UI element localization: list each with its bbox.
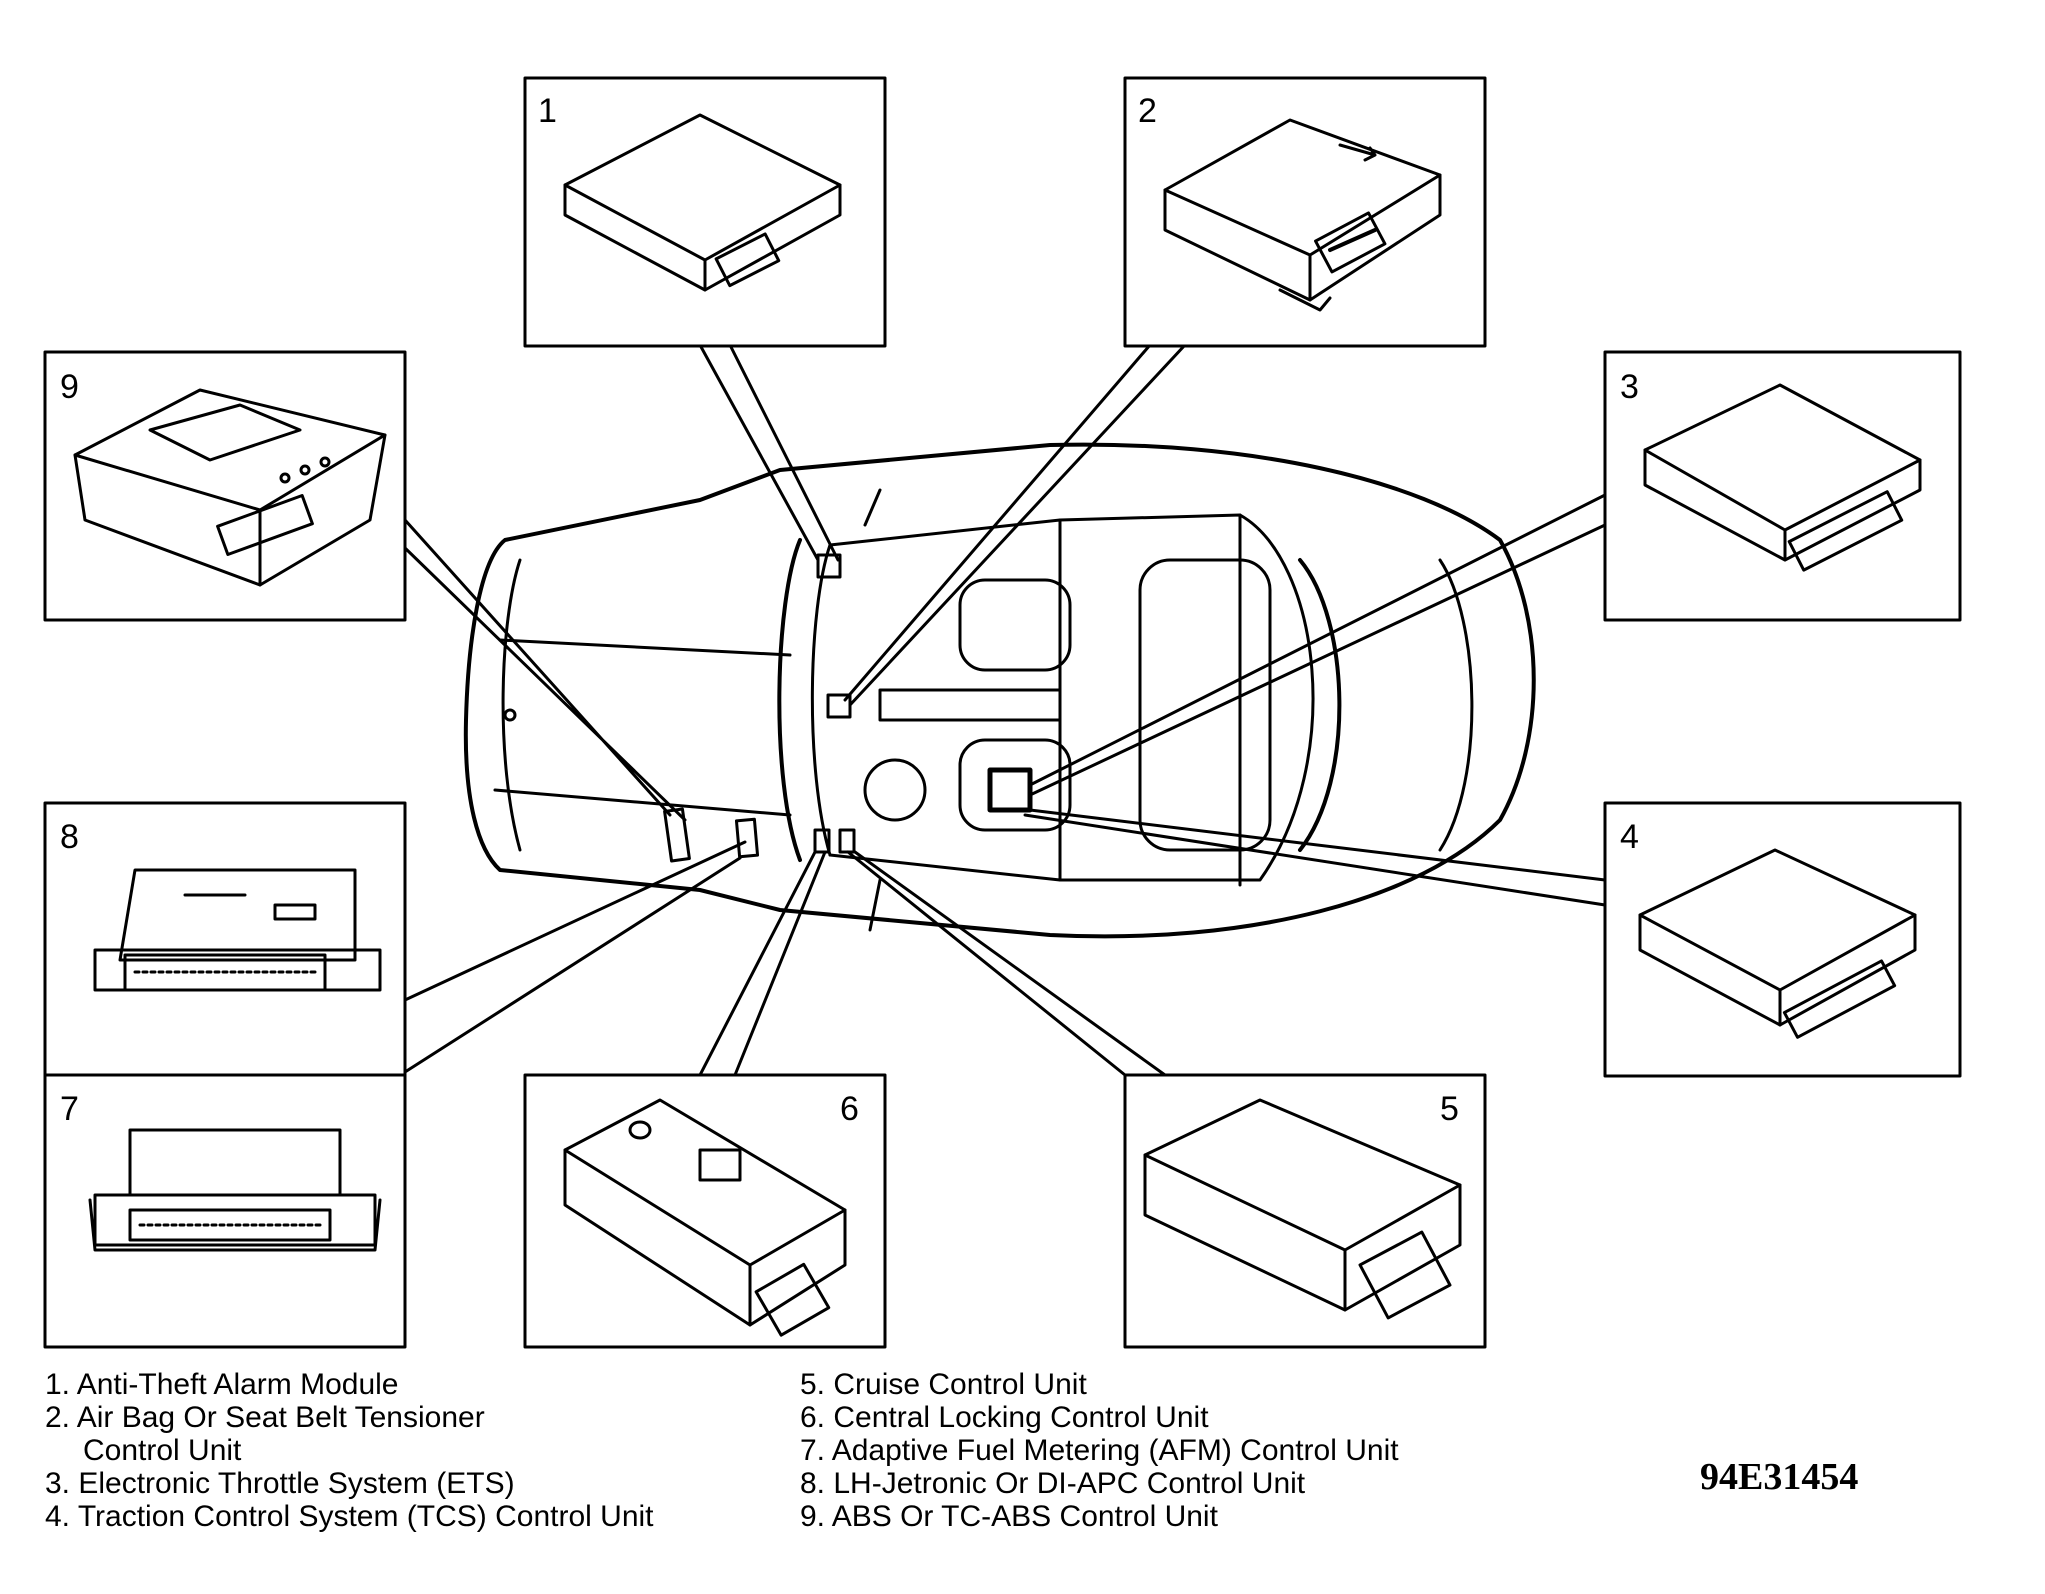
mirror-right xyxy=(870,880,880,930)
callout-number-3: 3 xyxy=(1620,368,1639,406)
leader-4 xyxy=(1025,810,1605,905)
center-console xyxy=(880,690,1060,720)
marker-3 xyxy=(990,770,1030,810)
leader-2 xyxy=(845,345,1185,705)
leader-6 xyxy=(700,852,825,1075)
callout-box-9 xyxy=(45,352,405,620)
leader-3 xyxy=(1030,495,1605,795)
hood-crease-lower xyxy=(495,790,790,815)
mirror-left xyxy=(865,490,880,525)
callout-number-8: 8 xyxy=(60,818,79,856)
legend-item-9: 9. ABS Or TC-ABS Control Unit xyxy=(800,1500,1218,1533)
callout-box-6 xyxy=(525,1075,885,1347)
leader-lines xyxy=(405,345,1605,1075)
legend-item-5: 5. Cruise Control Unit xyxy=(800,1368,1087,1401)
marker-6 xyxy=(815,830,829,852)
legend-left: 1. Anti-Theft Alarm Module 2. Air Bag Or… xyxy=(45,1368,654,1533)
front-seat-right xyxy=(960,740,1070,830)
trunk-line xyxy=(1440,560,1472,850)
module-illustration-4 xyxy=(1640,850,1915,1037)
callout-number-7: 7 xyxy=(60,1090,79,1128)
legend-item-8: 8. LH-Jetronic Or DI-APC Control Unit xyxy=(800,1467,1306,1500)
car-hood-line xyxy=(503,560,520,850)
callout-box-7 xyxy=(45,1075,405,1347)
windshield-inner xyxy=(812,545,830,855)
module-illustration-2 xyxy=(1165,120,1440,310)
car-top-view xyxy=(466,445,1534,937)
rear-window xyxy=(1300,560,1339,850)
marker-1 xyxy=(818,555,840,577)
legend-right: 5. Cruise Control Unit 6. Central Lockin… xyxy=(800,1368,1399,1533)
leader-8 xyxy=(405,842,745,1000)
marker-8 xyxy=(736,819,757,856)
legend-item-3: 3. Electronic Throttle System (ETS) xyxy=(45,1467,515,1500)
legend-item-6: 6. Central Locking Control Unit xyxy=(800,1401,1209,1434)
front-seat-left xyxy=(960,580,1070,670)
callout-number-4: 4 xyxy=(1620,818,1639,856)
legend-item-2: 2. Air Bag Or Seat Belt Tensioner xyxy=(45,1401,485,1434)
callout-number-5: 5 xyxy=(1440,1090,1459,1128)
marker-9 xyxy=(665,809,690,861)
callout-box-2 xyxy=(1125,78,1485,346)
callout-number-9: 9 xyxy=(60,368,79,406)
leader-7 xyxy=(405,858,740,1072)
module-illustration-8 xyxy=(95,870,380,990)
legend-item-2-continued: Control Unit xyxy=(83,1434,242,1467)
module-illustration-7 xyxy=(90,1130,380,1250)
marker-5 xyxy=(840,830,854,852)
leader-9 xyxy=(405,520,685,820)
module-illustration-3 xyxy=(1645,385,1920,570)
callout-number-1: 1 xyxy=(538,92,557,130)
steering-wheel xyxy=(865,760,925,820)
legend-item-1: 1. Anti-Theft Alarm Module xyxy=(45,1368,399,1401)
leader-1 xyxy=(700,345,838,560)
car-body-outline xyxy=(466,445,1534,937)
legend-item-7: 7. Adaptive Fuel Metering (AFM) Control … xyxy=(800,1434,1399,1467)
callout-number-6: 6 xyxy=(840,1090,859,1128)
windshield xyxy=(779,540,800,860)
figure-id: 94E31454 xyxy=(1700,1456,1859,1498)
legend-item-4: 4. Traction Control System (TCS) Control… xyxy=(45,1500,654,1533)
hood-ornament xyxy=(505,710,515,720)
callout-box-1 xyxy=(525,78,885,346)
module-illustration-5 xyxy=(1145,1100,1460,1318)
callout-box-8 xyxy=(45,803,405,1075)
leader-5 xyxy=(848,852,1165,1075)
module-illustration-9 xyxy=(75,390,385,585)
callout-box-3 xyxy=(1605,352,1960,620)
module-markers xyxy=(665,555,1030,861)
callout-box-4 xyxy=(1605,803,1960,1076)
module-illustration-6 xyxy=(565,1100,845,1335)
hood-crease-upper xyxy=(500,640,790,655)
module-illustration-1 xyxy=(565,115,840,290)
callout-box-5 xyxy=(1125,1075,1485,1347)
rear-seat xyxy=(1140,560,1270,850)
callout-numbers: 1 2 3 4 5 6 7 8 9 xyxy=(60,92,1639,1128)
callout-number-2: 2 xyxy=(1138,92,1157,130)
